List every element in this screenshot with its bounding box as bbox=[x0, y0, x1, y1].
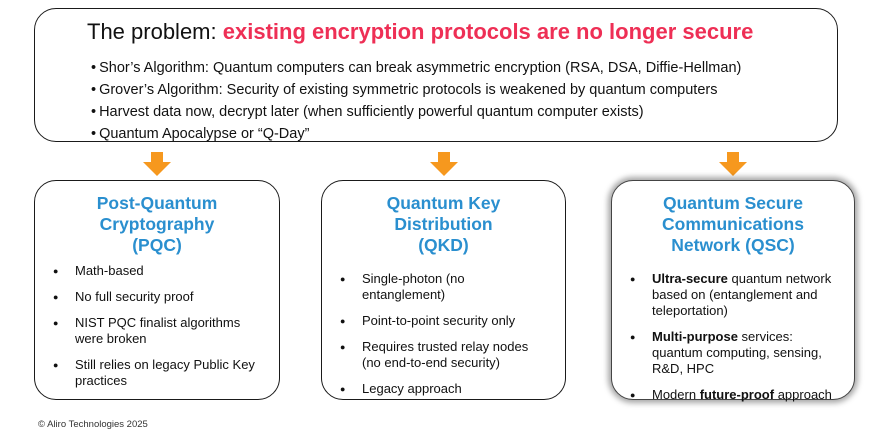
card-bullet: Requires trusted relay nodes(no end-to-e… bbox=[340, 339, 528, 371]
card-bullet: Multi-purpose services: quantum computin… bbox=[630, 329, 832, 377]
bullet-text: Single-photon (no bbox=[362, 271, 465, 286]
bullet-text: Requires trusted relay nodes bbox=[362, 339, 529, 354]
problem-bullet: Harvest data now, decrypt later (when su… bbox=[91, 101, 741, 123]
bullet-text: were broken bbox=[75, 331, 147, 346]
card-bullet: Still relies on legacy Public Keypractic… bbox=[53, 357, 255, 389]
bullet-text: Multi-purpose services: bbox=[652, 329, 832, 345]
bullet-bold: future-proof bbox=[699, 387, 775, 402]
copyright-footer: © Aliro Technologies 2025 bbox=[38, 419, 148, 430]
bullet-text: entanglement) bbox=[362, 287, 446, 302]
bullet-text: teleportation) bbox=[652, 303, 728, 318]
bullet-text: Ultra-secure quantum network bbox=[652, 271, 832, 287]
card-bullet: No full security proof bbox=[53, 289, 255, 305]
card-title-line: Network (QSC) bbox=[671, 235, 795, 255]
card-bullet: Math-based bbox=[53, 263, 255, 279]
card-bullet: Legacy approach bbox=[340, 381, 528, 397]
card-qsc: Quantum Secure Communications Network (Q… bbox=[611, 180, 855, 403]
bullet-text: based on (entanglement and bbox=[652, 287, 818, 302]
problem-bullet: Grover’s Algorithm: Security of existing… bbox=[91, 79, 741, 101]
problem-bullet-list: Shor’s Algorithm: Quantum computers can … bbox=[91, 57, 741, 145]
bullet-rest: quantum network bbox=[727, 271, 832, 286]
problem-title-statement: existing encryption protocols are no lon… bbox=[222, 19, 754, 44]
bullet-text: Still relies on legacy Public Key bbox=[75, 357, 255, 372]
problem-title-label: The problem: bbox=[87, 19, 217, 44]
card-pqc: Post-Quantum Cryptography (PQC) Math-bas… bbox=[34, 180, 280, 400]
card-title: Quantum Secure Communications Network (Q… bbox=[612, 193, 854, 256]
problem-title: The problem: existing encryption protoco… bbox=[87, 19, 753, 45]
card-title-line: (PQC) bbox=[132, 235, 182, 255]
bullet-text: Point-to-point security only bbox=[362, 313, 516, 328]
bullet-text: Math-based bbox=[75, 263, 144, 278]
problem-bullet: Quantum Apocalypse or “Q-Day” bbox=[91, 123, 741, 145]
problem-bullet: Shor’s Algorithm: Quantum computers can … bbox=[91, 57, 741, 79]
card-qkd: Quantum Key Distribution (QKD) Single-ph… bbox=[321, 180, 566, 400]
card-title-line: Quantum Key bbox=[386, 193, 501, 213]
card-title-line: Cryptography bbox=[99, 214, 215, 234]
card-bullet: Modern future-proof approach bbox=[630, 387, 832, 403]
bullet-text: Legacy approach bbox=[362, 381, 462, 396]
bullet-pre: Modern bbox=[652, 387, 700, 402]
card-title: Quantum Key Distribution (QKD) bbox=[322, 193, 565, 256]
card-bullet: Point-to-point security only bbox=[340, 313, 528, 329]
bullet-bold: Ultra-secure bbox=[652, 271, 728, 286]
bullet-text: practices bbox=[75, 373, 128, 388]
card-bullet-list: Math-based No full security proof NIST P… bbox=[53, 263, 255, 399]
card-title-line: (QKD) bbox=[418, 235, 469, 255]
bullet-text: NIST PQC finalist algorithms bbox=[75, 315, 241, 330]
bullet-text: quantum computing, sensing, bbox=[652, 345, 822, 360]
bullet-rest: approach bbox=[774, 387, 832, 402]
bullet-text: No full security proof bbox=[75, 289, 194, 304]
card-title-line: Quantum Secure bbox=[662, 193, 804, 213]
card-title: Post-Quantum Cryptography (PQC) bbox=[35, 193, 279, 256]
card-title-line: Distribution bbox=[394, 214, 493, 234]
problem-box: The problem: existing encryption protoco… bbox=[34, 8, 838, 142]
card-bullet-list: Ultra-secure quantum network based on (e… bbox=[630, 271, 832, 413]
card-title-line: Communications bbox=[662, 214, 804, 234]
card-bullet: Ultra-secure quantum network based on (e… bbox=[630, 271, 832, 319]
bullet-rest: services: bbox=[737, 329, 793, 344]
bullet-bold: Multi-purpose bbox=[652, 329, 738, 344]
bullet-text: Modern future-proof approach bbox=[652, 387, 832, 403]
bullet-text: (no end-to-end security) bbox=[362, 355, 501, 370]
card-title-line: Post-Quantum bbox=[96, 193, 218, 213]
bullet-text: R&D, HPC bbox=[652, 361, 715, 376]
